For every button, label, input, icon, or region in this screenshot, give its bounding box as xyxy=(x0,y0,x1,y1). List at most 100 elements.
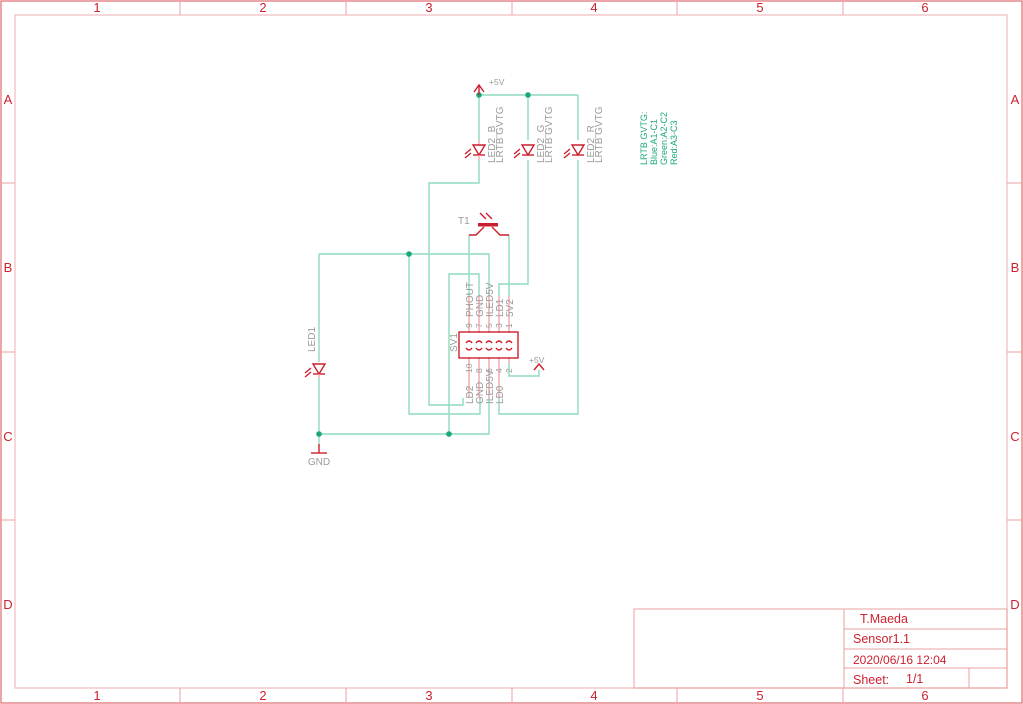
led-name: LED2_R xyxy=(586,125,597,163)
led2-r[interactable]: LED2_R LRTB GVTG xyxy=(563,106,605,163)
pin-number: 3 xyxy=(494,323,504,328)
pin-number: 10 xyxy=(464,363,474,373)
pin-number: 4 xyxy=(494,368,504,373)
schematic-line xyxy=(563,152,571,159)
row-labels-left: A B C D xyxy=(3,92,12,612)
col-label: 1 xyxy=(93,0,100,15)
led2-g[interactable]: LED2_G LRTB GVTG xyxy=(513,106,555,163)
schematic-line xyxy=(475,340,483,344)
col-label: 5 xyxy=(756,0,763,15)
inner-frame xyxy=(14,14,1008,689)
pin-signal: ILED5V xyxy=(485,369,496,404)
date-text: 2020/06/16 12:04 xyxy=(853,653,947,667)
schematic-line xyxy=(505,340,513,344)
light-emit-icon xyxy=(304,367,312,378)
connector-sv1[interactable]: SV1 9 7 5 3 1 PHOUT GND ILED5V LD1 5V2 1… xyxy=(449,282,519,404)
schematic-line xyxy=(464,148,472,155)
row-label: A xyxy=(1011,92,1020,107)
schematic-line xyxy=(485,347,493,351)
color-note: LRTB GVTG: Blue:A1-C1 Green:A2-C2 Red:A3… xyxy=(639,112,679,165)
col-label: 2 xyxy=(259,688,266,703)
wires xyxy=(318,94,579,444)
junctions xyxy=(316,92,531,437)
led-value: LRTB GVTG xyxy=(594,106,605,163)
pin-signal: GND xyxy=(475,382,486,404)
sheet-value: 1/1 xyxy=(906,672,923,686)
ground-label: GND xyxy=(308,457,330,468)
led-value: LRTB GVTG xyxy=(495,106,506,163)
led-name: LED2_G xyxy=(536,124,547,163)
light-emit-icon xyxy=(464,148,472,159)
pin-number: 7 xyxy=(474,323,484,328)
pin-signal: LD2 xyxy=(465,385,476,404)
row-ticks xyxy=(1,182,1022,521)
schematic-line xyxy=(508,364,540,377)
schematic-line xyxy=(408,254,481,415)
pin-number: 6 xyxy=(484,368,494,373)
schematic-line xyxy=(498,160,529,296)
row-label: B xyxy=(4,260,13,275)
pin-number: 9 xyxy=(464,323,474,328)
row-label: C xyxy=(3,429,12,444)
note-line: Green:A2-C2 xyxy=(659,112,669,165)
pin-signal: 5V2 xyxy=(505,299,516,317)
schematic-line xyxy=(465,340,473,344)
title-block: T.Maeda Sensor1.1 2020/06/16 12:04 Sheet… xyxy=(633,608,1008,689)
schematic-line xyxy=(304,371,312,378)
diode-icon xyxy=(471,144,487,157)
junction-dot xyxy=(446,431,452,437)
schematic-line xyxy=(563,148,571,155)
pin-signal: LD1 xyxy=(495,298,506,317)
pin-socket-icons xyxy=(465,340,513,351)
diode-icon xyxy=(311,363,327,376)
note-line: LRTB GVTG: xyxy=(639,112,649,165)
schematic-line xyxy=(513,152,521,159)
schematic-line xyxy=(319,253,490,296)
junction-dot xyxy=(525,92,531,98)
led1[interactable]: LED1 xyxy=(304,327,327,378)
schematic-line xyxy=(485,212,493,220)
connector-name: SV1 xyxy=(449,333,460,352)
schematic-line xyxy=(319,398,490,435)
light-emit-icon xyxy=(563,148,571,159)
author-text: T.Maeda xyxy=(860,612,908,626)
col-label: 3 xyxy=(425,688,432,703)
col-label: 3 xyxy=(425,0,432,15)
phototransistor-t1[interactable]: T1 xyxy=(458,212,509,236)
col-label: 2 xyxy=(259,0,266,15)
schematic-line xyxy=(304,367,312,374)
pin-number: 1 xyxy=(504,323,514,328)
schematic-line xyxy=(469,226,485,236)
light-receive-icon xyxy=(479,212,493,220)
pin-signal: ILED5V xyxy=(485,282,496,317)
t1-label: T1 xyxy=(458,216,470,227)
col-label: 4 xyxy=(590,688,597,703)
schematic-line xyxy=(465,347,473,351)
schematic-line xyxy=(513,148,521,155)
supply-label: +5V xyxy=(529,355,545,365)
schematic-line xyxy=(495,340,503,344)
col-label: 4 xyxy=(590,0,597,15)
row-label: C xyxy=(1010,429,1019,444)
note-line: Blue:A1-C1 xyxy=(649,119,659,165)
schematic-line xyxy=(479,212,487,220)
title-text: Sensor1.1 xyxy=(853,632,910,646)
schematic-line xyxy=(491,226,509,236)
pin-signal: LD0 xyxy=(495,385,506,404)
supply-5v-top[interactable]: +5V xyxy=(473,77,505,95)
pins-top xyxy=(468,296,510,333)
supply-5v-header[interactable]: +5V xyxy=(529,355,545,371)
col-label: 1 xyxy=(93,688,100,703)
schematic-line xyxy=(464,152,472,159)
diode-icon xyxy=(520,144,536,157)
sheet-label: Sheet: xyxy=(853,673,889,687)
column-ticks xyxy=(179,1,844,703)
col-label: 6 xyxy=(921,688,928,703)
supply-arrow-icon xyxy=(533,362,545,371)
junction-dot xyxy=(406,251,412,257)
led2-b[interactable]: LED2_B LRTB GVTG xyxy=(464,106,506,163)
ground-symbol[interactable]: GND xyxy=(308,444,330,468)
row-label: A xyxy=(4,92,13,107)
